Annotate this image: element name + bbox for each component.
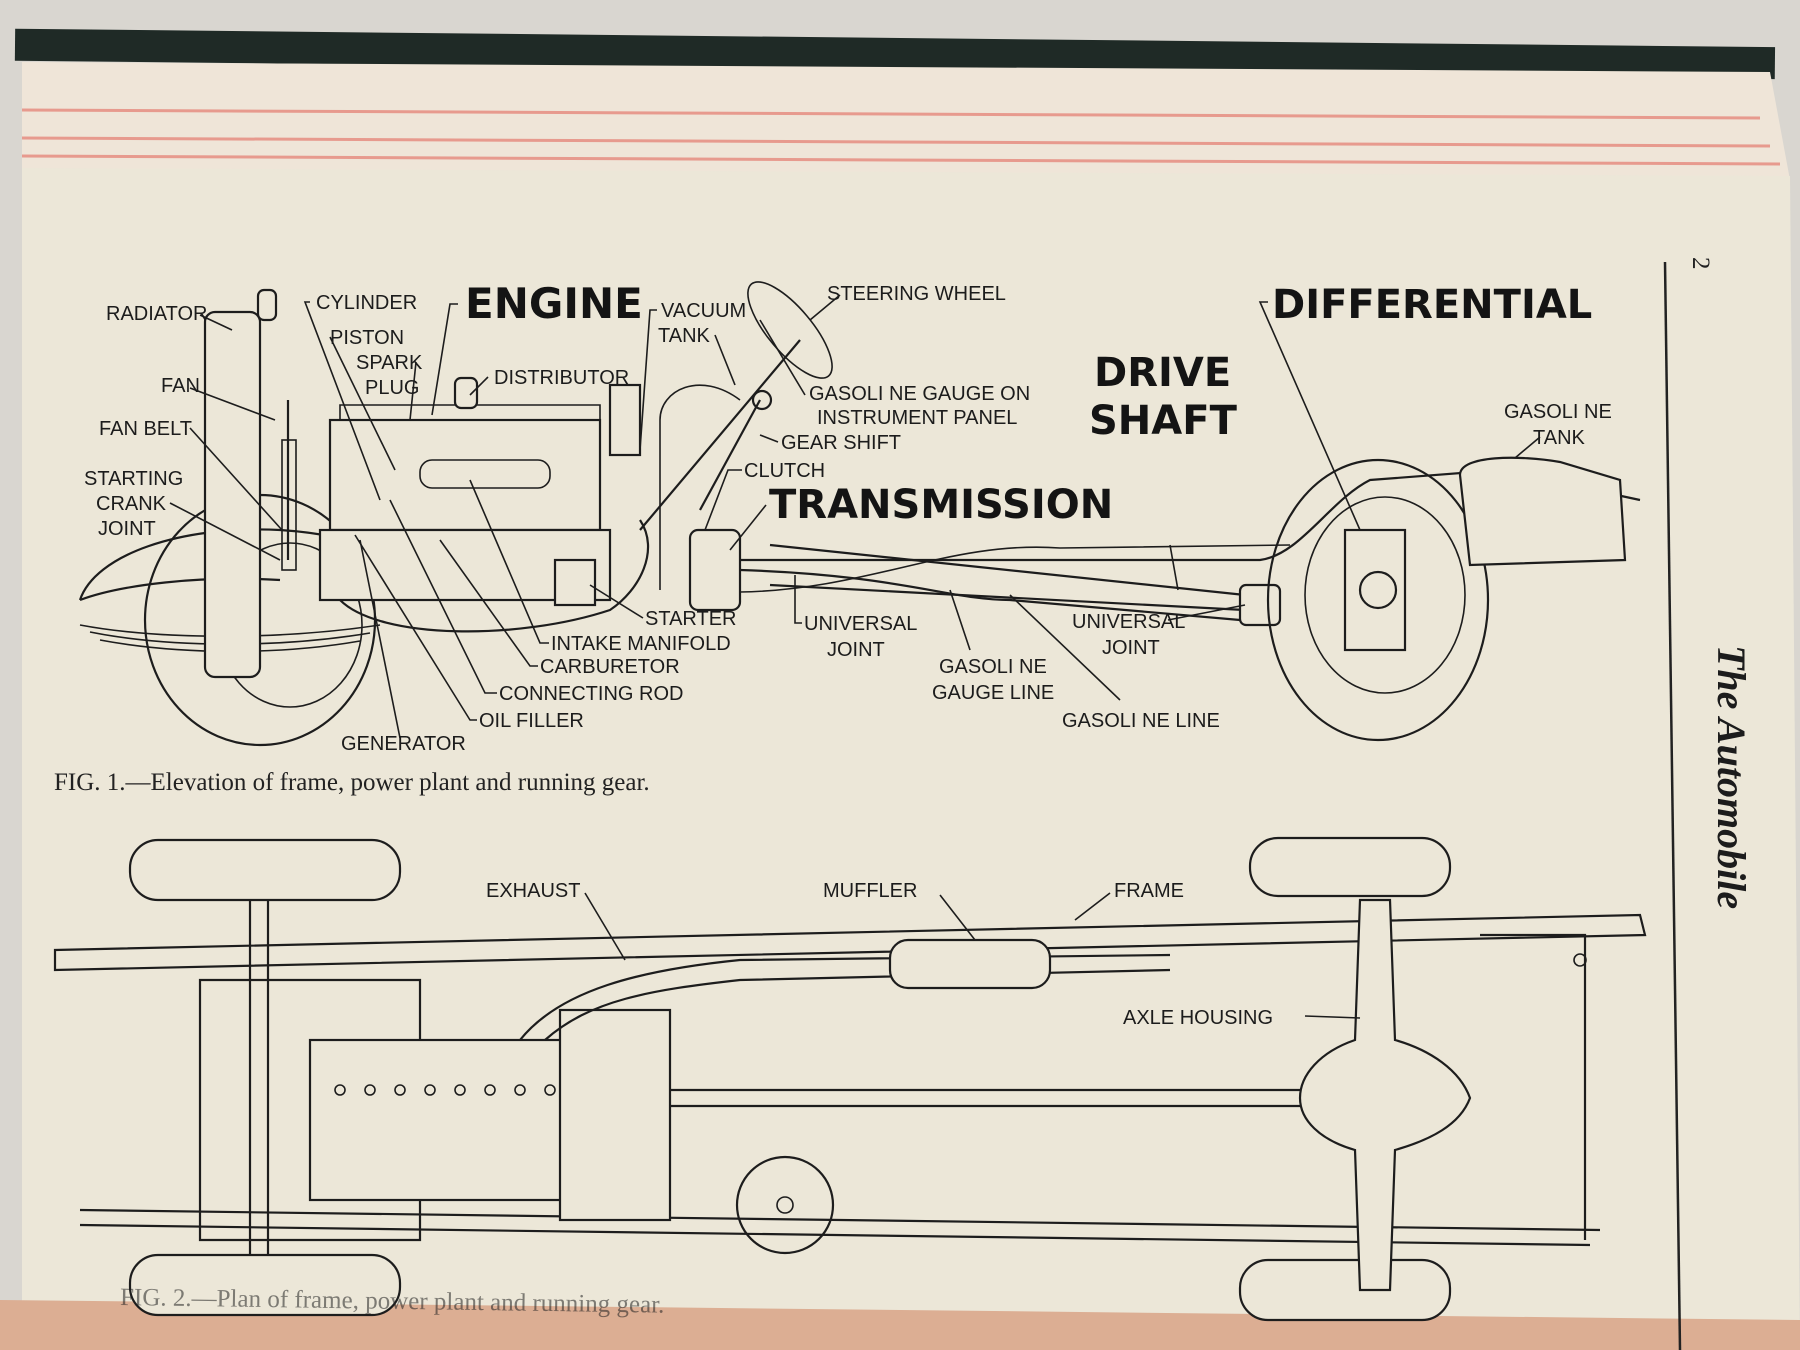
label-connecting-rod: CONNECTING ROD <box>499 683 683 705</box>
label-joint-1: JOINT <box>827 639 885 661</box>
label-starter: STARTER <box>645 608 737 630</box>
label-spark: SPARK <box>356 352 423 374</box>
label-muffler: MUFFLER <box>823 880 917 902</box>
page-paper <box>22 168 1800 1350</box>
label-starting: STARTING <box>84 468 183 490</box>
book-cover-top <box>14 28 1776 80</box>
label-vacuum: VACUUM <box>661 300 746 322</box>
label-fan-belt: FAN BELT <box>99 418 192 440</box>
label-exhaust: EXHAUST <box>486 880 580 902</box>
plan-drawing <box>53 836 1647 1322</box>
heading-differential: DIFFERENTIAL <box>1272 282 1592 328</box>
label-gasoline: GASOLI NE <box>1504 401 1612 423</box>
label-gasoline-2: GASOLI NE <box>939 656 1047 678</box>
leader-lines <box>169 294 1541 739</box>
label-gasoline-tank: TANK <box>1533 427 1586 449</box>
label-frame: FRAME <box>1114 880 1184 902</box>
label-piston: PISTON <box>330 327 404 349</box>
label-fan: FAN <box>161 375 200 397</box>
running-head: The Automobile <box>1709 645 1754 909</box>
figure2-labels: EXHAUST MUFFLER FRAME AXLE HOUSING <box>486 880 1273 1029</box>
figure1-labels: RADIATOR CYLINDER VACUUM TANK STEERING W… <box>84 283 1612 755</box>
label-universal-1: UNIVERSAL <box>804 613 917 635</box>
plan-leader-lines <box>584 892 1361 1019</box>
label-gear-shift: GEAR SHIFT <box>781 432 901 454</box>
label-vacuum-tank: TANK <box>658 325 711 347</box>
label-steering-wheel: STEERING WHEEL <box>827 283 1006 305</box>
heading-engine: ENGINE <box>465 279 643 328</box>
heading-transmission: TRANSMISSION <box>769 482 1113 528</box>
label-radiator: RADIATOR <box>106 303 208 325</box>
label-distributor: DISTRIBUTOR <box>494 367 629 389</box>
elevation-drawing <box>78 281 1641 747</box>
label-gasoline-line: GASOLI NE LINE <box>1062 710 1220 732</box>
label-joint-2: JOINT <box>1102 637 1160 659</box>
label-generator: GENERATOR <box>341 733 466 755</box>
page-edges <box>22 62 1790 180</box>
label-crank: CRANK <box>96 493 167 515</box>
label-gasoline-gauge-on: GASOLI NE GAUGE ON <box>809 383 1030 405</box>
label-clutch: CLUTCH <box>744 460 825 482</box>
heading-drive: DRIVE <box>1094 350 1231 396</box>
label-instrument-panel: INSTRUMENT PANEL <box>817 407 1017 429</box>
bottom-cover <box>0 1300 1800 1350</box>
label-oil-filler: OIL FILLER <box>479 710 584 732</box>
margin-rule <box>1663 261 1682 1350</box>
label-joint: JOINT <box>98 518 156 540</box>
figure1-headings: ENGINE DIFFERENTIAL DRIVE SHAFT TRANSMIS… <box>465 279 1592 528</box>
label-plug: PLUG <box>365 377 419 399</box>
heading-shaft: SHAFT <box>1089 398 1238 444</box>
label-axle-housing: AXLE HOUSING <box>1123 1007 1273 1029</box>
label-cylinder: CYLINDER <box>316 292 417 314</box>
figure1-caption: FIG. 1.—Elevation of frame, power plant … <box>54 769 650 796</box>
label-intake-manifold: INTAKE MANIFOLD <box>551 633 731 655</box>
page-number: 2 <box>1687 257 1714 270</box>
label-carburetor: CARBURETOR <box>540 656 680 678</box>
label-universal-2: UNIVERSAL <box>1072 611 1185 633</box>
label-gauge-line: GAUGE LINE <box>932 682 1054 704</box>
